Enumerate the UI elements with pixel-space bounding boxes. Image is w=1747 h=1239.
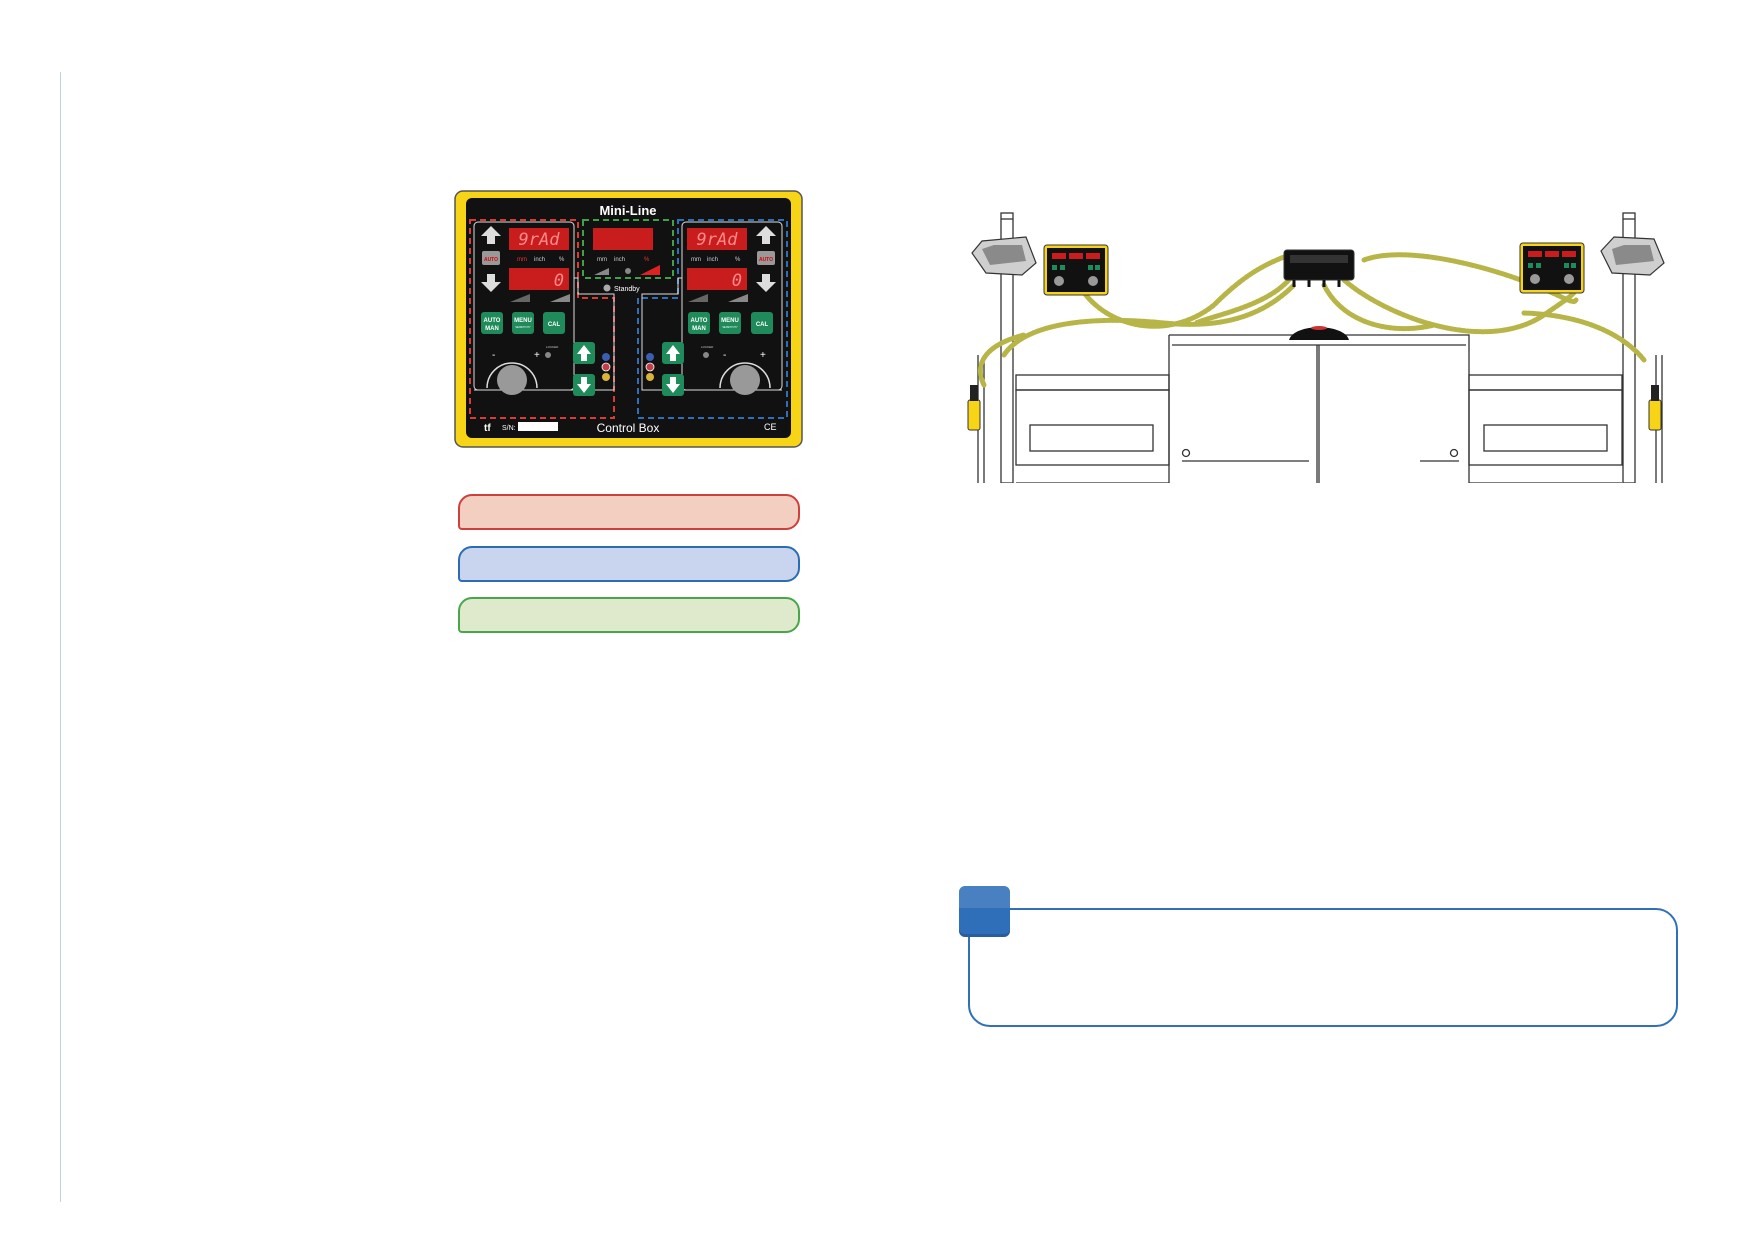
left-up-arrow-icon[interactable] [481,226,501,244]
svg-text:inch: inch [534,257,545,263]
svg-text:LOCKED: LOCKED [701,345,714,349]
right-display-bottom [687,268,747,290]
left-display-bottom [509,268,569,290]
right-locked-led [703,352,709,358]
left-side-control-box-icon [1043,244,1109,296]
left-led-yellow [602,373,610,381]
left-led-blue [602,353,610,361]
standby-led [603,284,611,292]
svg-text:CAL: CAL [548,322,561,328]
control-box-panel: Mini-Line AUTO 9rAd mm inch % 0 AUTO MAN… [454,190,803,448]
left-adjust-knob[interactable] [497,365,527,395]
legend-red-zone [458,494,800,530]
left-locked-led [545,352,551,358]
svg-text:AUTO: AUTO [484,257,498,263]
left-led-red [601,362,611,372]
left-down-arrow-icon[interactable] [481,274,501,292]
svg-text:%: % [644,257,650,263]
svg-text:MENU: MENU [514,318,532,324]
svg-text:mm: mm [597,257,607,263]
center-dome-icon [1289,327,1349,340]
left-auto-button[interactable] [482,251,500,265]
green-zone-outline [582,219,674,279]
svg-text:MAN: MAN [692,326,706,332]
svg-text:MENU: MENU [721,318,739,324]
svg-text:mm: mm [517,257,527,263]
right-adjust-knob[interactable] [730,365,760,395]
right-led-blue [646,353,654,361]
svg-text:+: + [534,350,540,361]
svg-text:mm: mm [691,257,701,263]
left-hanging-sensor-icon [967,399,981,431]
page-margin-rule [60,72,61,1202]
svg-text:LOCKED: LOCKED [546,345,559,349]
ce-mark: CE [764,422,777,432]
right-side-control-box-icon [1519,242,1585,294]
svg-text:SENSITIVITY: SENSITIVITY [722,326,738,329]
brand-title: Mini-Line [599,203,656,218]
machine-installation-illustration [964,205,1669,483]
svg-text:inch: inch [614,257,625,263]
svg-text:-: - [723,350,726,361]
right-menu-button[interactable] [719,312,741,334]
serial-field [518,422,558,431]
coiled-cable-icon [977,252,1647,388]
left-display-top [509,228,569,250]
blue-zone-outline [637,219,788,419]
right-auto-button[interactable] [757,251,775,265]
left-menu-button[interactable] [512,312,534,334]
svg-text:AUTO: AUTO [691,318,708,324]
svg-text:9rAd: 9rAd [697,230,739,250]
right-cal-button[interactable] [751,312,773,334]
center-display [593,228,653,250]
left-cal-button[interactable] [543,312,565,334]
note-box [968,908,1678,1027]
right-down-arrow-icon[interactable] [756,274,776,292]
svg-text:AUTO: AUTO [759,257,773,263]
right-led-red [645,362,655,372]
right-auto-man-button[interactable] [688,312,710,334]
svg-text:inch: inch [707,257,718,263]
svg-text:MAN: MAN [485,326,499,332]
left-display-bottom-text: 0 [554,271,564,291]
note-info-icon [959,886,1010,937]
left-auto-man-button[interactable] [481,312,503,334]
logo-mark: tf [484,423,491,434]
svg-text:-: - [492,350,495,361]
legend-green-zone [458,597,800,633]
control-box-label: Control Box [597,421,660,435]
legend-blue-zone [458,546,800,582]
svg-text:0: 0 [732,271,742,291]
standby-label: Standby [614,286,640,293]
svg-text:AUTO: AUTO [484,318,501,324]
svg-text:SENSITIVITY: SENSITIVITY [515,326,531,329]
central-control-unit-icon [1283,249,1355,287]
serial-label: S/N: [502,425,516,432]
right-hanging-sensor-icon [1648,399,1662,431]
svg-text:+: + [760,350,766,361]
right-display-top [687,228,747,250]
left-display-top-text: 9rAd [519,230,561,250]
right-up-arrow-icon[interactable] [756,226,776,244]
svg-text:%: % [559,257,565,263]
svg-text:%: % [735,257,741,263]
right-led-yellow [646,373,654,381]
svg-text:CAL: CAL [756,322,769,328]
